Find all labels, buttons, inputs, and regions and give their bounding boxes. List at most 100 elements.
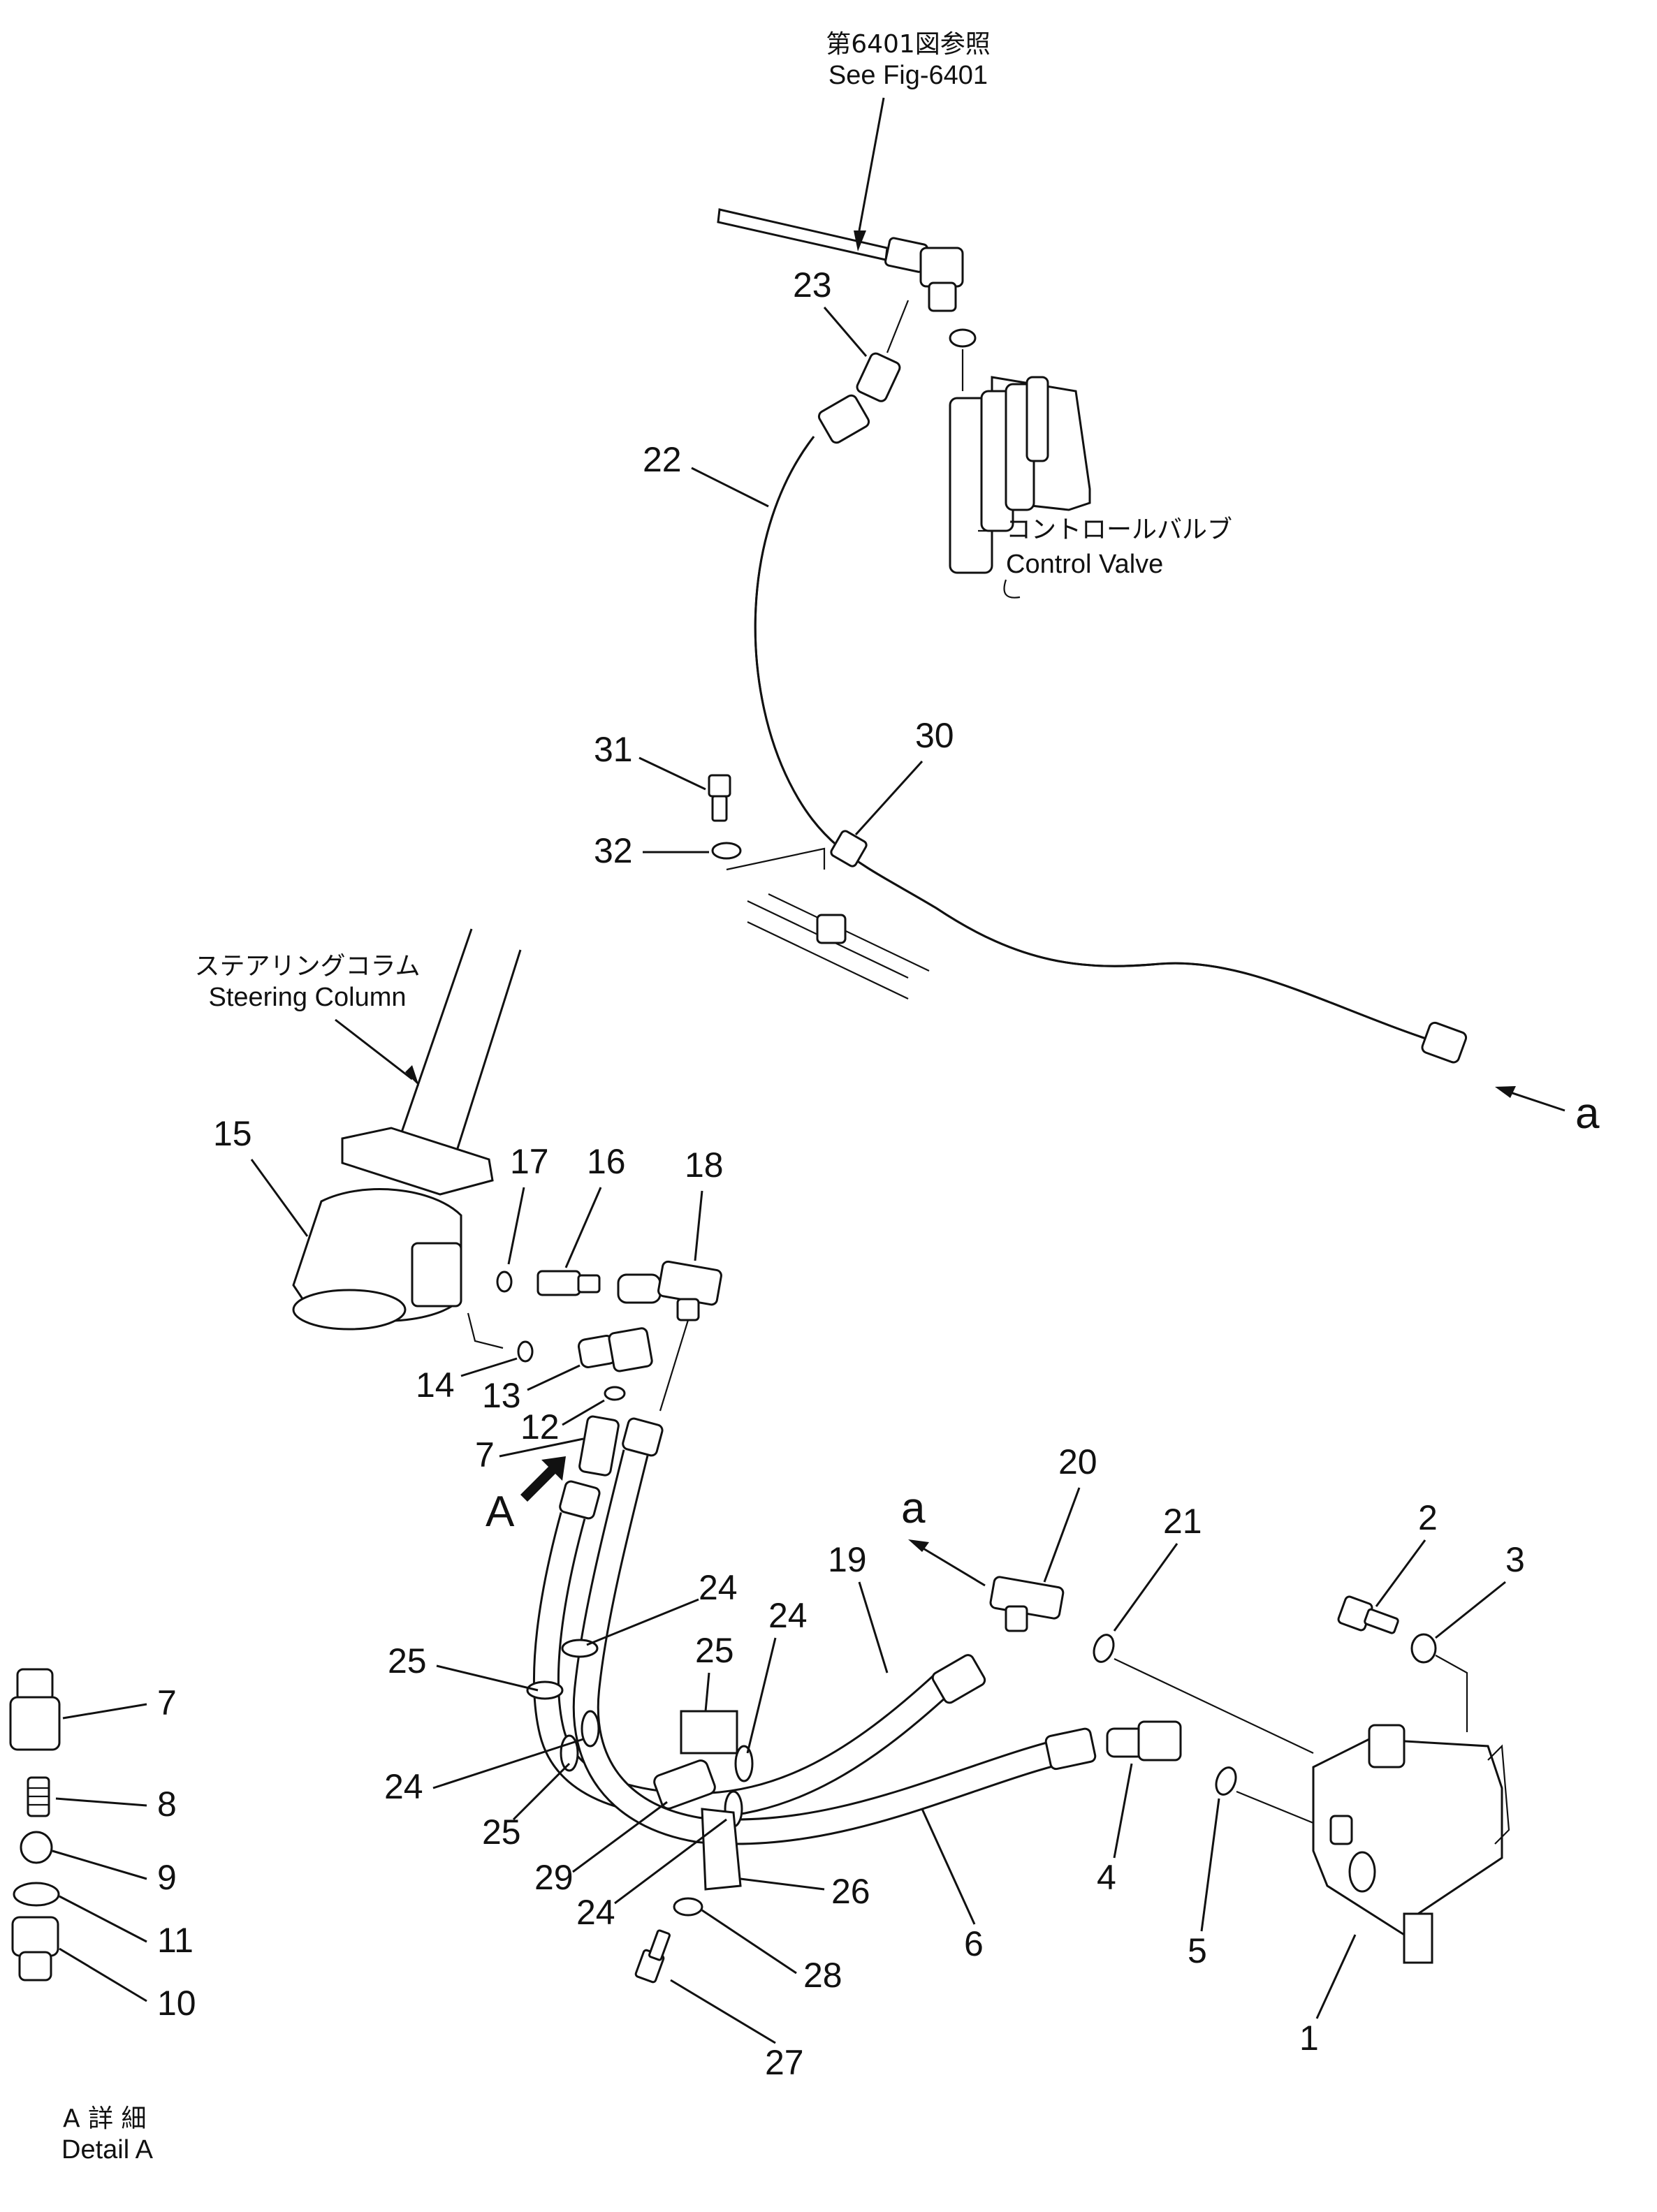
leader-15 bbox=[250, 1159, 309, 1237]
clamp-assembly bbox=[526, 1639, 754, 1984]
part-23-body bbox=[856, 352, 901, 402]
upper-elbow bbox=[919, 247, 964, 288]
part-7-valve-inline: 7 bbox=[475, 1415, 620, 1477]
leader-24-c bbox=[432, 1738, 584, 1789]
see-fig-leader bbox=[858, 97, 885, 231]
label-7-main: 7 bbox=[475, 1435, 495, 1474]
part-1-plug bbox=[1348, 1851, 1376, 1893]
label-11: 11 bbox=[157, 1921, 194, 1960]
label-7-detail: 7 bbox=[157, 1683, 177, 1722]
part-12-oring: 12 bbox=[520, 1386, 626, 1446]
column-tube-right bbox=[453, 949, 522, 1160]
clamp-25-upper bbox=[526, 1680, 564, 1700]
label-3: 3 bbox=[1505, 1540, 1525, 1579]
control-valve: コントロールバルブ Control Valve bbox=[949, 328, 1232, 599]
control-valve-en-text: Control Valve bbox=[1006, 550, 1163, 579]
part-26-bracket bbox=[701, 1808, 742, 1891]
part-21-body bbox=[1093, 1634, 1115, 1663]
clamp-24-left bbox=[581, 1710, 600, 1748]
leader-28 bbox=[701, 1909, 797, 1975]
part-27-bolt-shank bbox=[648, 1929, 671, 1961]
label-32: 32 bbox=[594, 831, 633, 870]
control-valve-jp-text: コントロールバルブ bbox=[1006, 515, 1232, 544]
label-5: 5 bbox=[1188, 1931, 1207, 1970]
label-24-d: 24 bbox=[576, 1893, 615, 1932]
part-22-end-fitting bbox=[1421, 1021, 1468, 1064]
label-14: 14 bbox=[416, 1365, 455, 1405]
label-1: 1 bbox=[1299, 2019, 1319, 2058]
part-15-steering-unit: 15 bbox=[213, 1114, 504, 1349]
leader-18 bbox=[694, 1190, 703, 1261]
detail-a-en-text: Detail A bbox=[61, 2135, 154, 2165]
leader-3 bbox=[1435, 1581, 1506, 1639]
detail-part-11-body bbox=[13, 1882, 60, 1907]
upper-pipe bbox=[717, 208, 964, 312]
leader-7-detail bbox=[62, 1703, 147, 1720]
leader-26 bbox=[740, 1877, 825, 1891]
label-10: 10 bbox=[157, 1984, 196, 2023]
label-23: 23 bbox=[793, 265, 832, 305]
leader-10 bbox=[59, 1947, 147, 2002]
part-18-guide bbox=[659, 1319, 689, 1412]
hose-a-top-fitting bbox=[559, 1480, 601, 1520]
leader-25-a bbox=[436, 1664, 539, 1692]
leader-23 bbox=[823, 307, 868, 357]
see-fig-jp-text: 第6401図参照 bbox=[826, 30, 991, 59]
part-3-guide bbox=[1435, 1655, 1468, 1732]
part-5-body bbox=[1215, 1766, 1237, 1796]
label-24-a: 24 bbox=[699, 1568, 738, 1607]
part-3-body bbox=[1410, 1633, 1437, 1664]
label-22: 22 bbox=[643, 440, 682, 479]
mount-line-3 bbox=[768, 893, 930, 972]
hose-19-end-fitting bbox=[931, 1654, 986, 1704]
part-18-elbow: 18 bbox=[617, 1145, 724, 1412]
part-21-guide bbox=[1114, 1658, 1314, 1754]
detail-a-arrow bbox=[520, 1456, 566, 1502]
part-12-body bbox=[604, 1386, 626, 1401]
leader-20 bbox=[1043, 1487, 1081, 1583]
mount-line-2 bbox=[747, 921, 909, 999]
leader-9 bbox=[52, 1850, 147, 1880]
part-2-shank bbox=[1364, 1608, 1399, 1634]
ref-a-right: a bbox=[1495, 1086, 1600, 1138]
part-17-body bbox=[496, 1270, 513, 1293]
steering-column-jp-text: ステアリングコラム bbox=[195, 952, 421, 981]
part-1-valve-block: 1 bbox=[1299, 1724, 1510, 2058]
part-15-port-block bbox=[411, 1242, 462, 1308]
label-8: 8 bbox=[157, 1785, 177, 1824]
leader-17 bbox=[507, 1187, 525, 1265]
part-14-body bbox=[517, 1340, 534, 1363]
detail-part-11-oring: 11 bbox=[13, 1882, 194, 1960]
part-18-nut bbox=[617, 1273, 662, 1304]
part-28-washer bbox=[673, 1897, 703, 1917]
leader-31 bbox=[638, 756, 706, 791]
label-29: 29 bbox=[534, 1858, 574, 1897]
leader-14 bbox=[460, 1357, 518, 1377]
part-30-body bbox=[830, 830, 868, 867]
leader-12 bbox=[562, 1399, 605, 1426]
see-fig-reference: 第6401図参照 See Fig-6401 bbox=[826, 30, 991, 251]
label-9: 9 bbox=[157, 1858, 177, 1897]
part-30-clip: 30 bbox=[726, 716, 954, 999]
detail-a-marker: A bbox=[486, 1456, 566, 1536]
part-20-tee: 20 bbox=[989, 1442, 1097, 1632]
ref-a-mid-leader bbox=[914, 1542, 986, 1587]
part-4-elbow: 4 bbox=[1097, 1720, 1182, 1897]
part-14-oring: 14 bbox=[416, 1340, 534, 1405]
steering-column-leader bbox=[335, 1018, 413, 1081]
part-15-base bbox=[292, 1289, 407, 1331]
leader-24-b bbox=[746, 1637, 777, 1754]
part-7-body bbox=[578, 1415, 620, 1477]
part-22-hose-inner bbox=[754, 436, 1433, 1042]
part-22-hose: 22 bbox=[643, 394, 1468, 1064]
label-25-b: 25 bbox=[695, 1631, 734, 1670]
leader-27 bbox=[670, 1979, 776, 2044]
part-13-body bbox=[608, 1327, 653, 1372]
control-valve-hook bbox=[1003, 579, 1021, 599]
part-3-washer: 3 bbox=[1410, 1540, 1525, 1732]
detail-part-9-body bbox=[20, 1831, 53, 1864]
label-19: 19 bbox=[828, 1540, 867, 1579]
see-fig-en-text: See Fig-6401 bbox=[828, 61, 988, 90]
column-flange bbox=[341, 1127, 494, 1196]
